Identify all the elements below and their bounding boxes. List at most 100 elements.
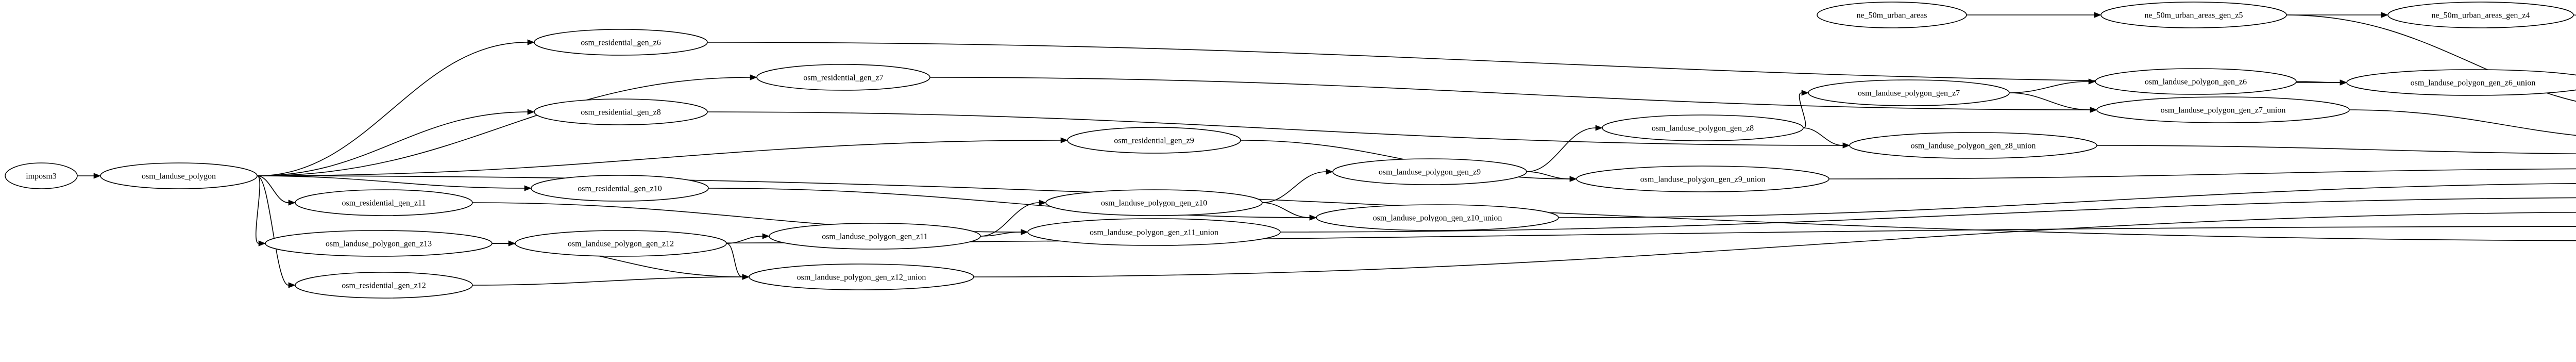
edge-osm_landuse_polygon_gen_z7_union-to-layer_landuse.z7 [2349,109,2576,136]
edge-osm_landuse_polygon_gen_z12-to-osm_landuse_polygon_gen_z12_union [726,243,743,277]
edge-arrowhead [524,185,532,191]
node-ne_50m_urban_areas_gen_z4[interactable]: ne_50m_urban_areas_gen_z4 [2387,2,2574,28]
node-label-osm_landuse_polygon_gen_z6: osm_landuse_polygon_gen_z6 [2145,78,2247,87]
node-shape-osm_landuse_polygon[interactable] [100,162,258,189]
edge-arrowhead [742,274,750,280]
node-osm_residential_gen_z9[interactable]: osm_residential_gen_z9 [1067,127,1241,154]
node-osm_landuse_polygon_gen_z6_union[interactable]: osm_landuse_polygon_gen_z6_union [2346,69,2576,96]
node-ne_50m_urban_areas[interactable]: ne_50m_urban_areas [1817,2,1967,28]
edge-arrowhead [527,39,535,45]
node-shape-ne_50m_urban_areas_gen_z5[interactable] [2100,2,2287,28]
node-osm_landuse_polygon_gen_z10[interactable]: osm_landuse_polygon_gen_z10 [1045,189,1263,216]
node-shape-osm_landuse_polygon_gen_z6_union[interactable] [2346,69,2576,96]
edge-ne_50m_urban_areas_gen_z5-to-layer_landuse.z5 [2286,14,2576,102]
node-shape-osm_residential_gen_z7[interactable] [756,64,930,91]
node-shape-osm_landuse_polygon_gen_z9[interactable] [1332,158,1527,185]
edge-osm_landuse_polygon_gen_z10-to-osm_landuse_polygon_gen_z10_union [1262,202,1310,218]
node-osm_residential_gen_z11[interactable]: osm_residential_gen_z11 [295,189,473,216]
node-shape-osm_landuse_polygon_gen_z7[interactable] [1808,79,2010,106]
node-osm_residential_gen_z12[interactable]: osm_residential_gen_z12 [295,272,473,299]
node-osm_landuse_polygon_gen_z12_union[interactable]: osm_landuse_polygon_gen_z12_union [749,264,974,290]
node-label-osm_landuse_polygon_gen_z9: osm_landuse_polygon_gen_z9 [1379,168,1481,177]
node-osm_landuse_polygon_gen_z12[interactable]: osm_landuse_polygon_gen_z12 [515,230,727,257]
node-shape-osm_landuse_polygon_gen_z12_union[interactable] [749,264,974,290]
node-osm_landuse_polygon_gen_z8_union[interactable]: osm_landuse_polygon_gen_z8_union [1849,132,2097,159]
edge-arrowhead [762,233,770,239]
edge-arrowhead [2090,107,2097,113]
edge-osm_landuse_polygon_gen_z9_union-to-layer_landuse.z9 [1828,168,2576,179]
edge-osm_landuse_polygon-to-osm_residential_gen_z7 [257,77,751,176]
node-shape-osm_residential_gen_z6[interactable] [534,29,708,56]
node-osm_landuse_polygon_gen_z11[interactable]: osm_landuse_polygon_gen_z11 [769,223,981,250]
node-osm_landuse_polygon_gen_z6[interactable]: osm_landuse_polygon_gen_z6 [2095,68,2297,95]
node-shape-osm_residential_gen_z8[interactable] [534,98,708,125]
node-label-osm_landuse_polygon_gen_z7_union: osm_landuse_polygon_gen_z7_union [2161,106,2286,115]
node-osm_residential_gen_z8[interactable]: osm_residential_gen_z8 [534,98,708,125]
node-shape-osm_residential_gen_z12[interactable] [295,272,473,299]
edge-osm_residential_gen_z6-to-osm_landuse_polygon_gen_z6_union [707,42,2341,83]
node-shape-osm_landuse_polygon_gen_z11_union[interactable] [1027,218,1281,246]
node-ne_50m_urban_areas_gen_z5[interactable]: ne_50m_urban_areas_gen_z5 [2100,2,2287,28]
edge-arrowhead [258,240,266,246]
node-label-osm_residential_gen_z11: osm_residential_gen_z11 [342,199,426,208]
node-shape-osm_landuse_polygon_gen_z8_union[interactable] [1849,132,2097,159]
node-label-osm_residential_gen_z8: osm_residential_gen_z8 [581,108,661,117]
edge-osm_residential_gen_z10-to-osm_landuse_polygon_gen_z10_union [708,188,1310,218]
node-osm_landuse_polygon_gen_z7[interactable]: osm_landuse_polygon_gen_z7 [1808,79,2010,106]
node-shape-osm_landuse_polygon_gen_z7_union[interactable] [2096,96,2350,123]
node-osm_landuse_polygon_gen_z9[interactable]: osm_landuse_polygon_gen_z9 [1332,158,1527,185]
node-shape-osm_residential_gen_z11[interactable] [295,189,473,216]
node-shape-ne_50m_urban_areas_gen_z4[interactable] [2387,2,2574,28]
node-shape-osm_landuse_polygon_gen_z9_union[interactable] [1576,166,1829,192]
edge-arrowhead [527,109,535,115]
node-label-osm_landuse_polygon_gen_z11: osm_landuse_polygon_gen_z11 [822,233,928,241]
node-label-ne_50m_urban_areas_gen_z5: ne_50m_urban_areas_gen_z5 [2144,11,2243,20]
node-osm_landuse_polygon_gen_z8[interactable]: osm_landuse_polygon_gen_z8 [1602,114,1804,141]
edge-osm_landuse_polygon_gen_z11-to-osm_landuse_polygon_gen_z11_union [980,232,1022,237]
edge-arrowhead [1039,200,1046,206]
node-osm_landuse_polygon_gen_z11_union[interactable]: osm_landuse_polygon_gen_z11_union [1027,218,1281,246]
node-shape-osm_landuse_polygon_gen_z13[interactable] [265,230,493,257]
node-label-osm_landuse_polygon_gen_z8: osm_landuse_polygon_gen_z8 [1652,124,1754,133]
edge-arrowhead [93,173,101,179]
edge-osm_landuse_polygon-to-osm_landuse_polygon_gen_z13 [255,175,261,244]
node-osm_residential_gen_z7[interactable]: osm_residential_gen_z7 [756,64,930,91]
node-osm_landuse_polygon_gen_z7_union[interactable]: osm_landuse_polygon_gen_z7_union [2096,96,2350,123]
edge-osm_landuse_polygon-to-osm_residential_gen_z6 [257,42,528,176]
node-shape-osm_landuse_polygon_gen_z11[interactable] [769,223,981,250]
node-osm_landuse_polygon_gen_z9_union[interactable]: osm_landuse_polygon_gen_z9_union [1576,166,1829,192]
node-shape-imposm3[interactable] [5,162,78,189]
node-label-ne_50m_urban_areas: ne_50m_urban_areas [1857,11,1927,20]
node-shape-osm_landuse_polygon_gen_z10_union[interactable] [1316,204,1559,231]
node-shape-ne_50m_urban_areas[interactable] [1817,2,1967,28]
edge-osm_landuse_polygon_gen_z12-to-osm_landuse_polygon_gen_z11 [726,236,763,244]
node-shape-osm_residential_gen_z10[interactable] [531,175,709,202]
edge-arrowhead [1595,125,1603,131]
node-shape-osm_landuse_polygon_gen_z10[interactable] [1045,189,1263,216]
edge-osm_landuse_polygon-to-osm_residential_gen_z9 [257,140,1061,176]
node-label-osm_landuse_polygon_gen_z10_union: osm_landuse_polygon_gen_z10_union [1373,214,1502,223]
node-shape-osm_landuse_polygon_gen_z6[interactable] [2095,68,2297,95]
node-osm_residential_gen_z10[interactable]: osm_residential_gen_z10 [531,175,709,202]
node-label-osm_landuse_polygon: osm_landuse_polygon [142,172,216,181]
edge-arrowhead [2340,79,2347,86]
edge-arrowhead [1060,137,1068,143]
node-imposm3[interactable]: imposm3 [5,162,78,189]
node-osm_landuse_polygon_gen_z13[interactable]: osm_landuse_polygon_gen_z13 [265,230,493,257]
edge-osm_landuse_polygon_gen_z10-to-osm_landuse_polygon_gen_z9 [1262,171,1327,203]
edge-osm_residential_gen_z12-to-osm_landuse_polygon_gen_z12_union [472,276,743,286]
node-osm_landuse_polygon_gen_z10_union[interactable]: osm_landuse_polygon_gen_z10_union [1316,204,1559,231]
node-shape-osm_landuse_polygon_gen_z12[interactable] [515,230,727,257]
node-osm_landuse_polygon[interactable]: osm_landuse_polygon [100,162,258,189]
edge-arrowhead [288,282,296,288]
edge-arrowhead [1801,90,1809,96]
edge-arrowhead [2088,78,2096,85]
node-shape-osm_residential_gen_z9[interactable] [1067,127,1241,154]
node-shape-osm_landuse_polygon_gen_z8[interactable] [1602,114,1804,141]
node-label-osm_landuse_polygon_gen_z13: osm_landuse_polygon_gen_z13 [326,240,432,249]
edge-osm_landuse_polygon_gen_z11_union-to-layer_landuse.z11 [1280,197,2576,233]
edge-osm_landuse_polygon_gen_z8_union-to-layer_landuse.z8 [2096,145,2576,155]
node-osm_residential_gen_z6[interactable]: osm_residential_gen_z6 [534,29,708,56]
node-label-osm_landuse_polygon_gen_z11_union: osm_landuse_polygon_gen_z11_union [1090,228,1218,237]
